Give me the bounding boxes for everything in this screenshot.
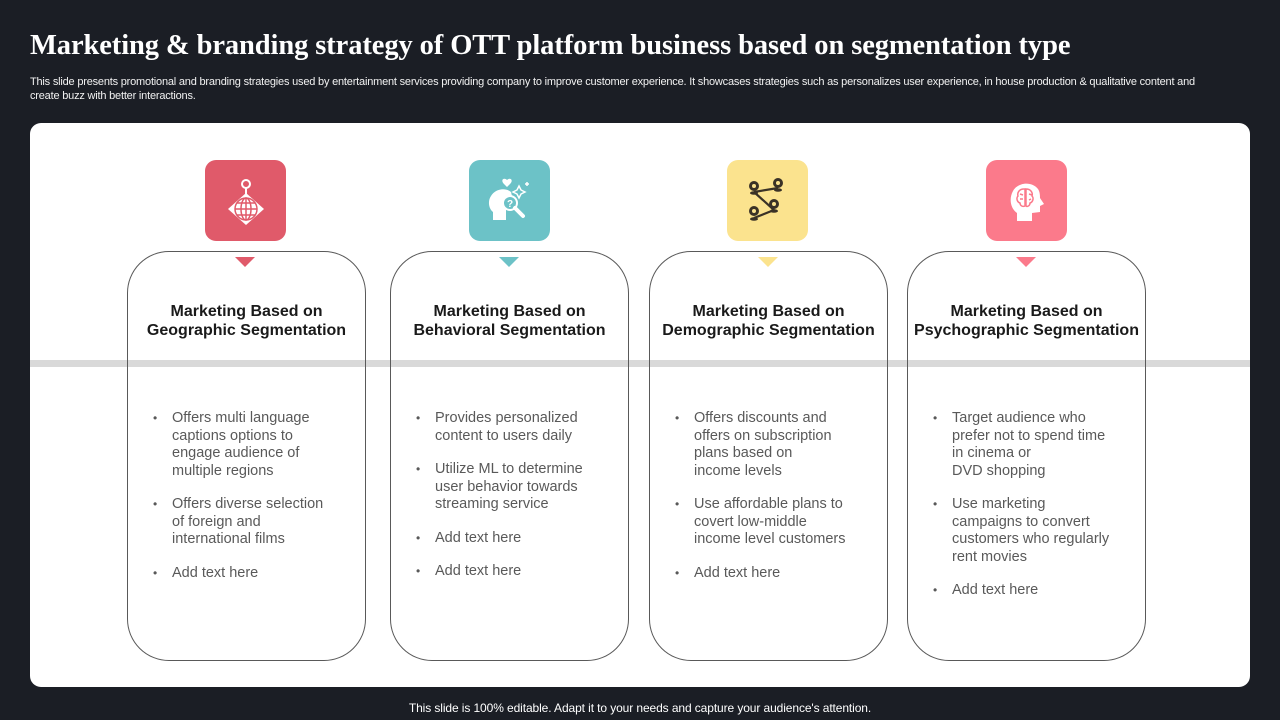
slide-subtitle: This slide presents promotional and bran…	[30, 76, 1195, 102]
card-demographic: Marketing Based on Demographic Segmentat…	[649, 251, 888, 661]
list-item: Provides personalized content to users d…	[416, 410, 614, 445]
list-item: Offers multi language captions options t…	[153, 410, 351, 480]
bullet-list: Offers multi language captions options t…	[153, 410, 351, 598]
bullet-list: Provides personalized content to users d…	[416, 410, 614, 597]
slide-title: Marketing & branding strategy of OTT pla…	[30, 30, 1071, 61]
card-geographic: Marketing Based on Geographic Segmentati…	[127, 251, 366, 661]
list-item: Add text here	[416, 530, 614, 548]
card-psychographic: Marketing Based on Psychographic Segment…	[907, 251, 1146, 661]
list-item: Utilize ML to determine user behavior to…	[416, 461, 614, 514]
list-item: Target audience who prefer not to spend …	[933, 410, 1131, 480]
footer-note: This slide is 100% editable. Adapt it to…	[408, 701, 872, 715]
list-item: Offers diverse selection of foreign and …	[153, 496, 351, 549]
card-heading: Marketing Based on Demographic Segmentat…	[662, 303, 875, 339]
list-item: Add text here	[416, 563, 614, 581]
behavioral-pointer	[499, 257, 519, 267]
location-network-icon	[748, 177, 783, 221]
card-heading: Marketing Based on Behavioral Segmentati…	[413, 303, 606, 339]
behavioral-icon-tile: ?	[469, 160, 550, 241]
head-brain-icon	[1010, 183, 1044, 221]
psychographic-pointer	[1016, 257, 1036, 267]
horizontal-divider	[30, 360, 1250, 367]
card-heading: Marketing Based on Geographic Segmentati…	[146, 303, 347, 339]
list-item: Offers discounts and offers on subscript…	[675, 410, 873, 480]
svg-text:?: ?	[506, 199, 512, 210]
list-item: Add text here	[933, 582, 1131, 600]
demographic-icon-tile	[727, 160, 808, 241]
list-item: Use affordable plans to covert low-middl…	[675, 496, 873, 549]
bullet-list: Target audience who prefer not to spend …	[933, 410, 1131, 616]
psychographic-icon-tile	[986, 160, 1067, 241]
demographic-pointer	[758, 257, 778, 267]
list-item: Use marketing campaigns to convert custo…	[933, 496, 1131, 566]
bullet-list: Offers discounts and offers on subscript…	[675, 410, 873, 598]
globe-location-icon	[227, 178, 264, 225]
content-panel: Marketing Based on Geographic Segmentati…	[30, 123, 1250, 687]
geographic-pointer	[235, 257, 255, 267]
card-heading: Marketing Based on Psychographic Segment…	[914, 303, 1139, 339]
card-behavioral: Marketing Based on Behavioral Segmentati…	[390, 251, 629, 661]
list-item: Add text here	[153, 565, 351, 583]
head-question-search-icon: ?	[488, 178, 529, 220]
list-item: Add text here	[675, 565, 873, 583]
geographic-icon-tile	[205, 160, 286, 241]
